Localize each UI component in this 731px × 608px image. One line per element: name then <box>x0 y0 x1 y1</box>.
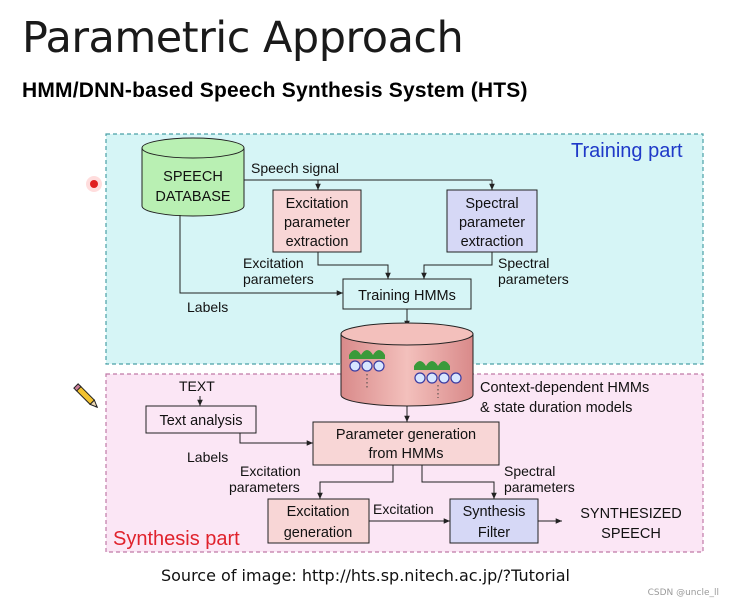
svg-text:Text analysis: Text analysis <box>159 413 242 429</box>
svg-text:Filter: Filter <box>478 525 510 541</box>
synth-excitation-parameters-line-2: parameters <box>229 479 300 495</box>
laser-pointer-icon <box>86 176 102 192</box>
hmm-cluster-left-icon <box>349 350 385 390</box>
output-label-line-1: SYNTHESIZED <box>580 506 682 522</box>
hmm-models-cylinder <box>340 322 474 407</box>
spectral-parameters-label-line-2: parameters <box>498 271 569 287</box>
excitation-extraction-box: Excitation parameter extraction <box>272 189 362 253</box>
svg-text:extraction: extraction <box>461 234 524 250</box>
training-labels-label: Labels <box>187 299 228 315</box>
svg-text:extraction: extraction <box>286 234 349 250</box>
svg-text:Synthesis: Synthesis <box>463 504 526 520</box>
svg-text:generation: generation <box>284 525 353 541</box>
watermark: CSDN @uncle_ll <box>647 588 719 598</box>
output-label-line-2: SPEECH <box>601 526 661 542</box>
parameter-generation-box: Parameter generation from HMMs <box>312 421 500 466</box>
svg-text:parameter: parameter <box>459 215 525 231</box>
speech-signal-label: Speech signal <box>251 160 339 176</box>
image-source-caption: Source of image: http://hts.sp.nitech.ac… <box>160 566 570 585</box>
svg-text:Excitation: Excitation <box>287 504 350 520</box>
training-hmms-box: Training HMMs <box>342 278 472 310</box>
page-subtitle: HMM/DNN-based Speech Synthesis System (H… <box>22 79 528 102</box>
models-label-line-2: & state duration models <box>480 400 632 416</box>
synthesis-labels-label: Labels <box>187 449 228 465</box>
synthesis-part-label: Synthesis part <box>113 528 240 550</box>
excitation-parameters-label-line-1: Excitation <box>243 255 304 271</box>
database-label-line-1: SPEECH <box>163 169 223 185</box>
models-label-line-1: Context-dependent HMMs <box>480 380 649 396</box>
svg-text:Training HMMs: Training HMMs <box>358 288 456 304</box>
excitation-parameters-label-line-2: parameters <box>243 271 314 287</box>
svg-text:parameter: parameter <box>284 215 350 231</box>
pen-cursor-icon <box>73 383 99 409</box>
hmm-cluster-right-icon <box>414 361 462 398</box>
page-title: Parametric Approach <box>22 13 464 63</box>
spectral-parameters-label-line-1: Spectral <box>498 255 549 271</box>
synthesis-filter-box: Synthesis Filter <box>449 498 539 544</box>
text-analysis-box: Text analysis <box>145 405 257 434</box>
text-input-label: TEXT <box>179 378 215 394</box>
svg-text:Parameter generation: Parameter generation <box>336 427 476 443</box>
svg-text:Spectral: Spectral <box>465 196 518 212</box>
svg-text:from HMMs: from HMMs <box>369 446 444 462</box>
synth-spectral-parameters-line-1: Spectral <box>504 463 555 479</box>
training-part-label: Training part <box>571 140 683 162</box>
database-label-line-2: DATABASE <box>155 189 231 205</box>
speech-database: SPEECH DATABASE <box>141 137 245 217</box>
spectral-extraction-box: Spectral parameter extraction <box>446 189 538 253</box>
synth-spectral-parameters-line-2: parameters <box>504 479 575 495</box>
svg-text:Excitation: Excitation <box>286 196 349 212</box>
excitation-generation-box: Excitation generation <box>267 498 370 544</box>
synth-excitation-parameters-line-1: Excitation <box>240 463 301 479</box>
excitation-signal-label: Excitation <box>373 501 434 517</box>
